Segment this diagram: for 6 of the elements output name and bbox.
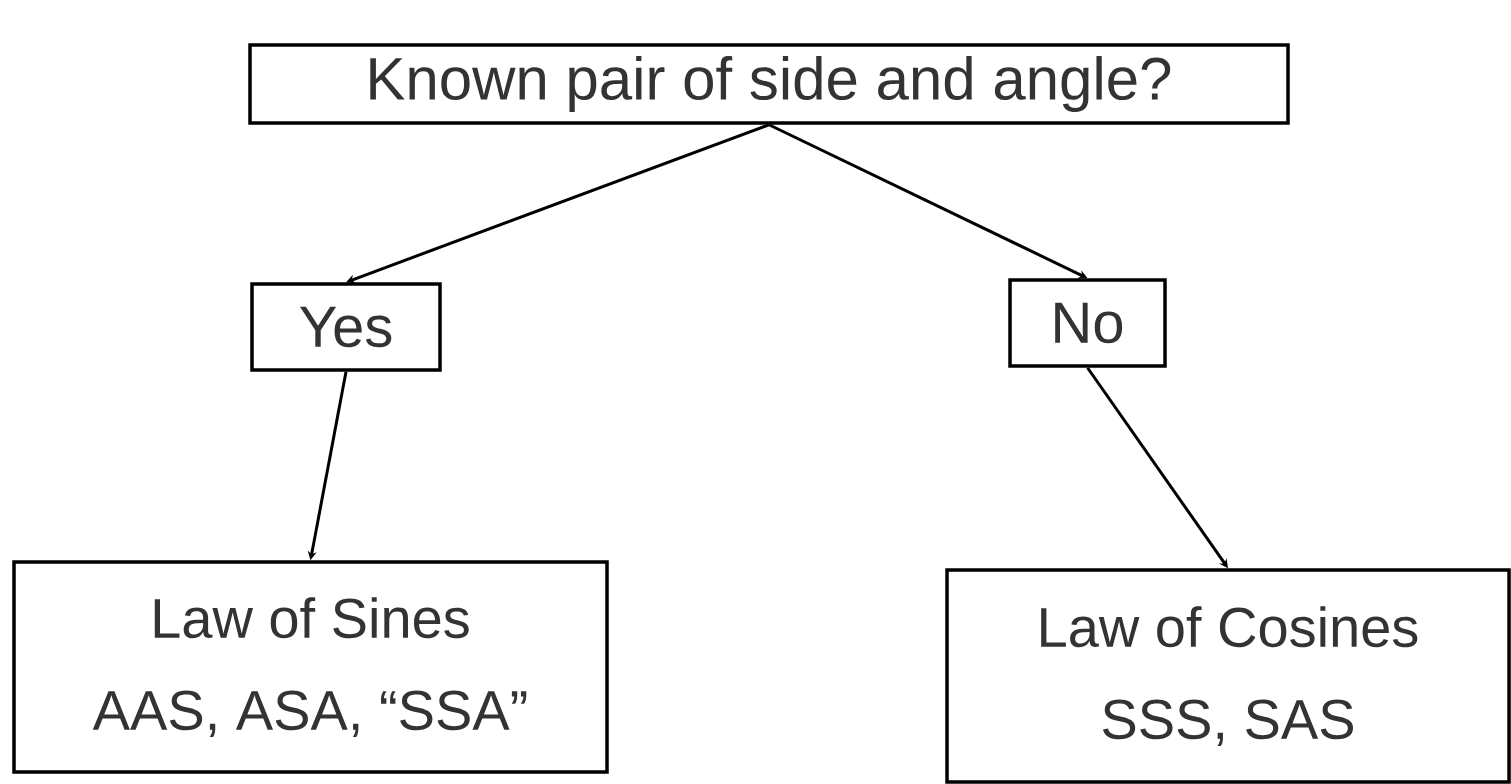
answer-box: Yes: [250, 282, 442, 372]
answer-box: No: [1008, 278, 1167, 368]
result-box: Law of Sines AAS, ASA, “SSA”: [12, 560, 609, 774]
decision-box: Known pair of side and angle?: [248, 43, 1290, 125]
result-box: Law of Cosines SSS, SAS: [945, 568, 1511, 784]
arrow: [346, 123, 770, 284]
